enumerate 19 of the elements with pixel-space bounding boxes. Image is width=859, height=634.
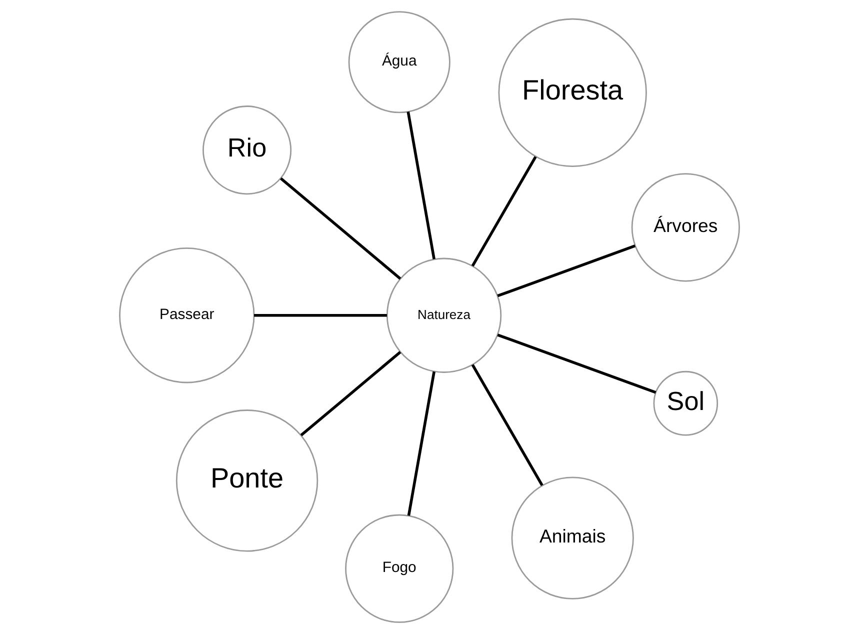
- node-circle: Rio: [202, 106, 292, 195]
- node-circle: Natureza: [386, 258, 502, 373]
- connector: [300, 350, 402, 436]
- node-circle: Água: [348, 11, 450, 114]
- connector: [471, 364, 544, 486]
- node-circle: Sol: [653, 370, 718, 436]
- connector: [406, 112, 436, 260]
- connector: [497, 244, 636, 298]
- node-circle: Árvores: [631, 173, 740, 282]
- connector: [254, 314, 387, 317]
- node-circle: Ponte: [176, 410, 318, 552]
- node-circle: Fogo: [345, 514, 454, 623]
- connector: [497, 334, 656, 394]
- connector: [280, 177, 402, 280]
- connector: [471, 156, 537, 267]
- node-circle: Floresta: [498, 18, 647, 168]
- connector: [407, 371, 436, 516]
- node-circle: Passear: [119, 248, 255, 384]
- node-circle: Animais: [511, 476, 634, 600]
